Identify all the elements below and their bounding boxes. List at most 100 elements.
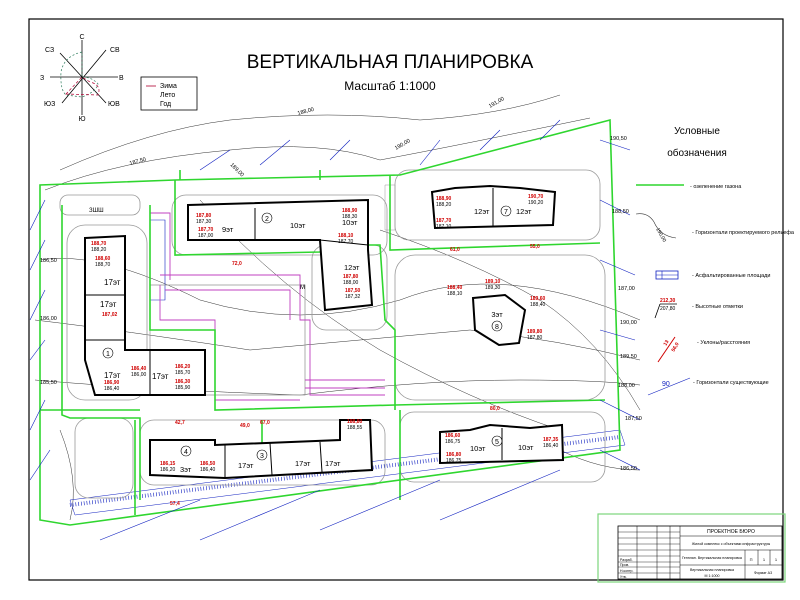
legend: Условные обозначения - озеленение газона… [635, 126, 795, 396]
direction-sw: ЮЗ [44, 101, 55, 108]
building-floors: 12эт [344, 263, 360, 272]
svg-text:186,40: 186,40 [200, 467, 216, 473]
svg-text:186,60: 186,60 [445, 433, 461, 439]
building-floors: 17эт [295, 459, 311, 468]
legend-year: Год [160, 101, 171, 108]
title-block-stage: П [750, 557, 753, 562]
building-number: 8 [495, 324, 499, 331]
building-number-marker [500, 205, 512, 217]
title-block-sheet-name: Генплан. Вертикальная планировка [682, 556, 742, 560]
svg-text:188,50: 188,50 [612, 209, 629, 215]
svg-text:212,30: 212,30 [660, 298, 676, 304]
svg-text:61,0: 61,0 [450, 247, 460, 253]
building-7: 7 12эт 12эт [430, 184, 557, 230]
svg-text:185,50: 185,50 [40, 380, 57, 386]
legend-winter: Зима [160, 83, 177, 90]
svg-text:Утв.: Утв. [620, 575, 627, 579]
legend-item-label: - Высотные отметки [692, 304, 743, 310]
utility-lines [150, 212, 385, 401]
slope-arrow-icon: 13 56,0 [657, 336, 681, 363]
legend-item-label: - Асфальтированные площади [692, 273, 770, 279]
svg-text:42,7: 42,7 [175, 420, 185, 426]
contour-line-icon [635, 213, 677, 239]
svg-text:188,10: 188,10 [447, 291, 463, 297]
svg-text:187,50: 187,50 [129, 157, 147, 167]
direction-w: З [40, 75, 44, 82]
building-floors: 17эт [100, 300, 117, 309]
title-block-sheet: 1 [763, 557, 766, 562]
svg-text:187,80: 187,80 [343, 274, 359, 280]
building-floors: 10эт [518, 443, 534, 452]
direction-e: В [119, 75, 124, 82]
building-number-marker [261, 212, 273, 224]
svg-text:188,10: 188,10 [338, 233, 354, 239]
existing-contour-icon: 90 [647, 377, 691, 396]
building-floors: 9эт [222, 225, 234, 234]
svg-text:188,70: 188,70 [91, 241, 107, 247]
building-number: 5 [495, 439, 499, 446]
building-number: 1 [106, 351, 110, 358]
svg-text:186,00: 186,00 [40, 316, 57, 322]
svg-text:186,20: 186,20 [160, 467, 176, 473]
building-8: 3эт 8 [471, 293, 527, 347]
title-block-drawing: Вертикальная планировка [690, 568, 734, 572]
svg-text:49,0: 49,0 [240, 423, 250, 429]
svg-text:188,00: 188,00 [297, 107, 315, 117]
building-floors: 12эт [474, 207, 490, 216]
direction-s: Ю [78, 116, 85, 123]
wind-rose-legend: Зима Лето Год [140, 76, 198, 111]
svg-text:186,50: 186,50 [200, 461, 216, 467]
building-number-marker [256, 449, 268, 461]
title-block-company: ПРОЕКТНОЕ БЮРО [707, 529, 755, 535]
svg-text:188,90: 188,90 [342, 208, 358, 214]
svg-text:187,80: 187,80 [527, 335, 543, 341]
svg-text:188,00: 188,00 [618, 383, 635, 389]
svg-text:186,75: 186,75 [446, 458, 462, 464]
svg-text:187,80: 187,80 [196, 213, 212, 219]
building-number: 2 [265, 216, 269, 223]
legend-title: обозначения [667, 147, 726, 159]
svg-text:187,00: 187,00 [198, 233, 214, 239]
manhole-marker: M [300, 285, 305, 291]
direction-ne: СВ [110, 47, 120, 54]
title-block-sheets: 1 [775, 557, 778, 562]
svg-text:186,80: 186,80 [446, 452, 462, 458]
svg-text:188,30: 188,30 [342, 214, 358, 220]
legend-item-label: - Горизонтали существующие [693, 380, 769, 386]
svg-text:187,35: 187,35 [543, 437, 559, 443]
svg-text:67,0: 67,0 [260, 420, 270, 426]
building-1: 1 17эт 17эт 17эт 17эт [84, 234, 206, 396]
svg-text:189,30: 189,30 [485, 285, 501, 291]
svg-text:185,70: 185,70 [175, 370, 191, 376]
svg-text:187,00: 187,00 [618, 286, 635, 292]
svg-text:186,50: 186,50 [40, 258, 57, 264]
building-floors: 12эт [516, 207, 532, 216]
svg-text:188,40: 188,40 [447, 285, 463, 291]
svg-text:186,30: 186,30 [175, 379, 191, 385]
drawing-frame [28, 18, 784, 581]
legend-item-label: - Горизонтали проектируемого рельефа [692, 230, 795, 236]
title-block: Разраб. Пров. Н.контр. Утв. ПРОЕКТНОЕ БЮ… [617, 525, 783, 580]
legend-item-label: - озеленение газона [690, 184, 742, 190]
svg-text:188,20: 188,20 [91, 247, 107, 253]
svg-text:189,60: 189,60 [530, 296, 546, 302]
drawing-title: ВЕРТИКАЛЬНАЯ ПЛАНИРОВКА [247, 52, 534, 73]
svg-text:186,20: 186,20 [175, 364, 191, 370]
building-number: 7 [504, 209, 508, 216]
legend-item-label: - Уклоны/расстояния [697, 340, 750, 346]
building-floors: 17эт [152, 372, 169, 381]
direction-se: ЮВ [108, 101, 120, 108]
svg-text:186,50: 186,50 [620, 466, 637, 472]
svg-text:13: 13 [663, 339, 671, 347]
svg-text:55,0: 55,0 [530, 244, 540, 250]
lawn-boundaries [39, 118, 621, 526]
legend-title: Условные [674, 126, 720, 137]
svg-text:189,10: 189,10 [485, 279, 501, 285]
svg-text:190,70: 190,70 [528, 194, 544, 200]
svg-text:188,55: 188,55 [347, 425, 363, 431]
svg-text:56,0: 56,0 [671, 341, 681, 353]
building-number: 4 [184, 449, 188, 456]
svg-text:188,60: 188,60 [95, 256, 111, 262]
svg-text:189,50: 189,50 [620, 354, 637, 360]
